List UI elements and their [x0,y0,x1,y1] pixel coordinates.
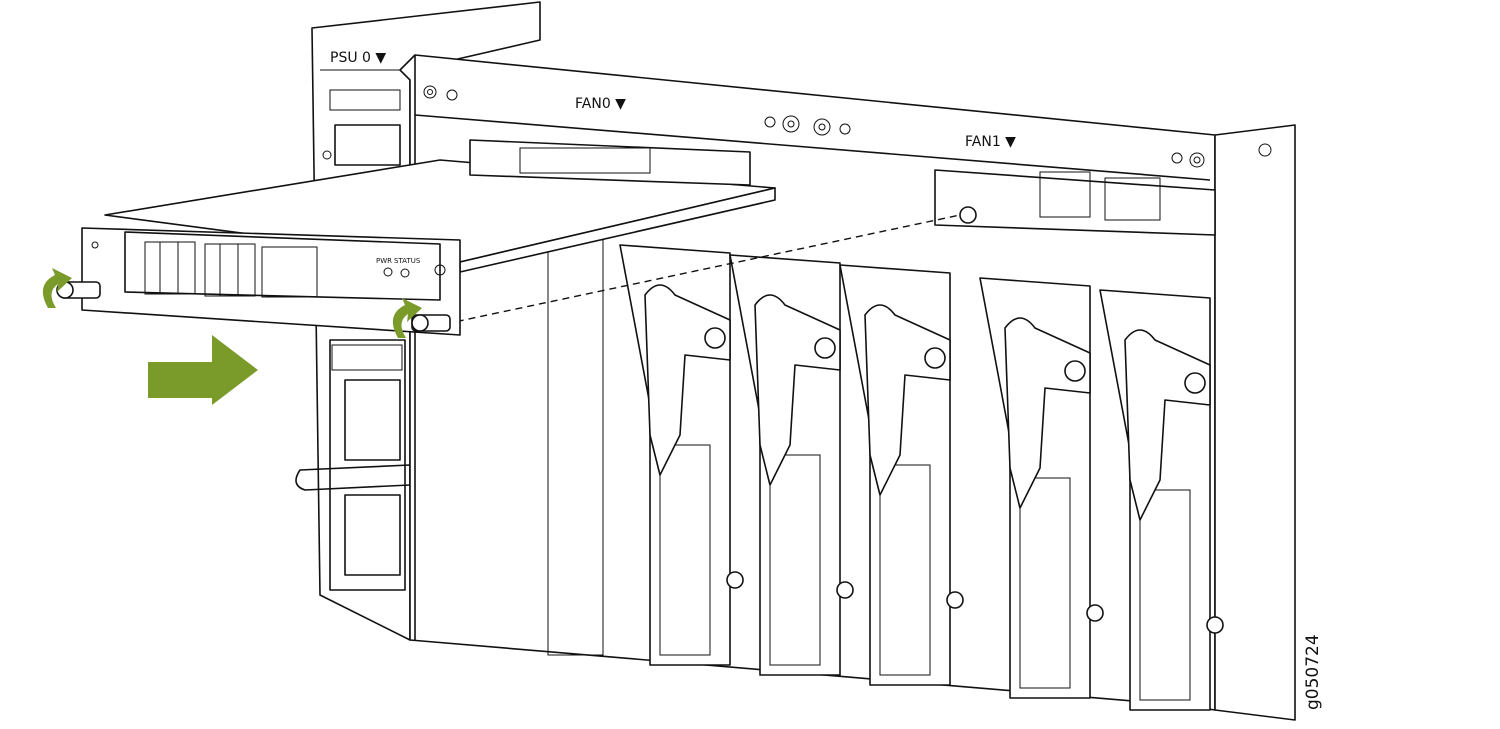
fan-module [839,264,964,686]
phillips-screw [726,571,744,589]
pwr-label: PWR [376,257,392,265]
insert-direction-arrow-icon [148,335,258,405]
phillips-screw [946,591,964,609]
alignment-guide [444,214,961,325]
fan-module [1099,289,1224,711]
captive-screw-target [959,206,977,224]
rotate-clockwise-icon [42,268,72,308]
psu0-label: PSU 0 ▼ [330,50,386,66]
rotate-clockwise-icon [392,298,422,338]
figure-id: g050724 [1303,634,1323,710]
fan-modules [619,244,1224,711]
phillips-screw [836,581,854,599]
status-label: STATUS [394,257,421,265]
status-led [400,268,410,278]
fan0-label: FAN0 ▼ [575,96,626,112]
phillips-screw [1086,604,1104,622]
fan-module [619,244,744,666]
captive-screw [704,327,726,349]
fan-module [729,254,854,676]
captive-screw-right [411,314,451,332]
captive-screw [1064,360,1086,382]
fan1-label: FAN1 ▼ [965,134,1016,150]
pwr-led [383,267,393,277]
fan-module [979,277,1104,699]
captive-screw [814,337,836,359]
line-card-module: PWR STATUS [56,139,776,336]
psu-chassis [295,1,541,641]
captive-screw [1184,372,1206,394]
phillips-screw [1206,616,1224,634]
captive-screw [924,347,946,369]
